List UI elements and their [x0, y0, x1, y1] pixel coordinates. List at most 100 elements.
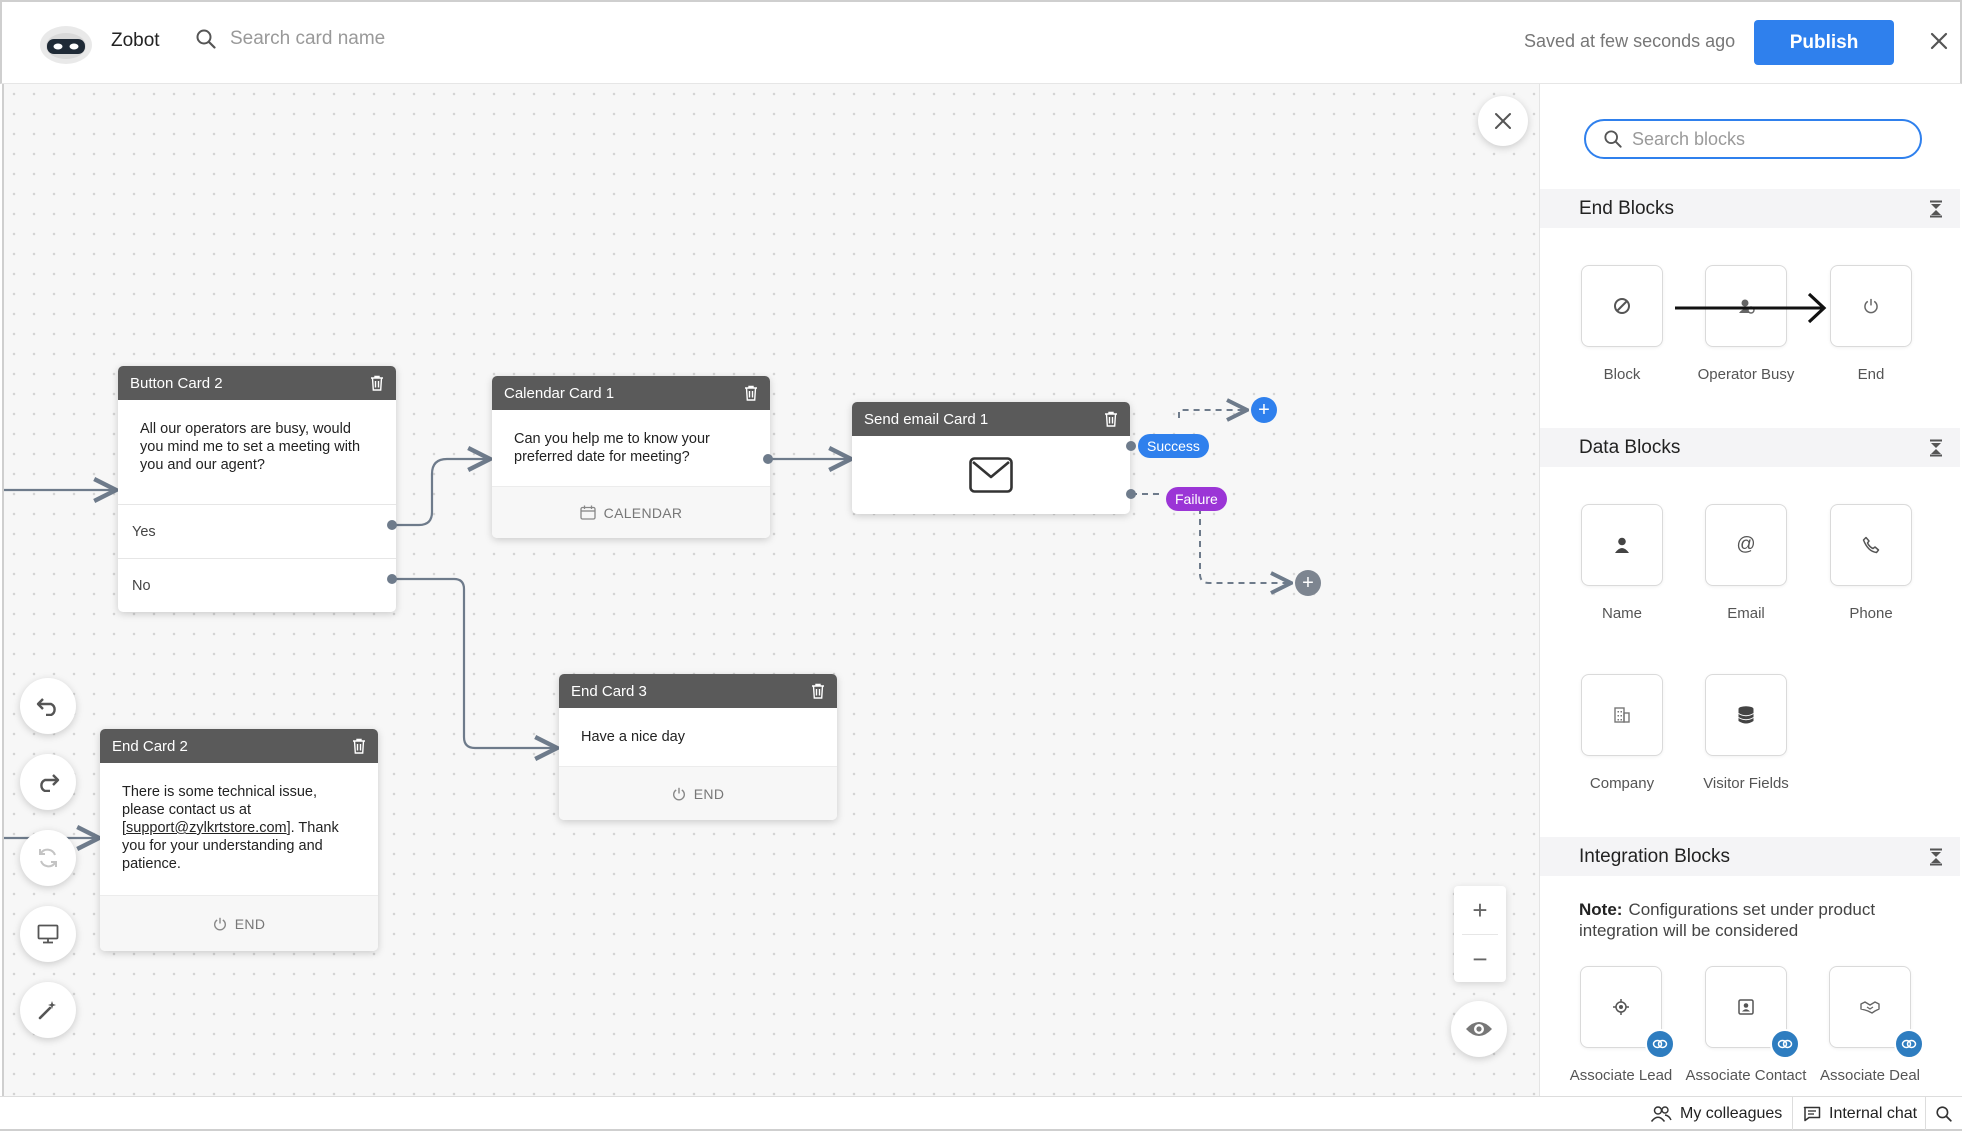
card-title: End Card 3 — [571, 682, 647, 700]
calendar-card-1[interactable]: Calendar Card 1 Can you help me to know … — [492, 376, 770, 538]
zoom-in-button[interactable]: + — [1454, 886, 1506, 934]
button-card-2[interactable]: Button Card 2 All our operators are busy… — [118, 366, 396, 612]
status-search-button[interactable] — [1925, 1097, 1962, 1130]
refresh-button[interactable] — [20, 830, 76, 886]
internal-chat-button[interactable]: Internal chat — [1792, 1097, 1927, 1130]
undo-button[interactable] — [20, 678, 76, 734]
section-title: Data Blocks — [1579, 436, 1681, 458]
collapse-icon[interactable] — [1929, 200, 1943, 218]
eye-icon — [1466, 1022, 1492, 1036]
trash-icon[interactable] — [352, 738, 366, 754]
trash-icon[interactable] — [370, 375, 384, 391]
power-icon — [213, 917, 226, 930]
connector-port-yes[interactable] — [387, 520, 397, 530]
connector-port-no[interactable] — [387, 574, 397, 584]
connector-port-failure[interactable] — [1126, 489, 1136, 499]
support-email-link[interactable]: support@zylkrtstore.com — [126, 820, 287, 836]
database-icon — [1738, 706, 1754, 724]
block-item-phone[interactable]: Phone — [1830, 504, 1912, 623]
end-card-3[interactable]: End Card 3 Have a nice day END — [559, 674, 837, 820]
block-item-company[interactable]: Company — [1581, 674, 1663, 793]
integration-note: Note:Configurations set under product in… — [1579, 899, 1939, 941]
button-option-no[interactable]: No — [118, 558, 396, 612]
section-end-blocks[interactable]: End Blocks — [1540, 189, 1960, 228]
handshake-icon — [1860, 1001, 1880, 1014]
close-panel-button[interactable] — [1478, 96, 1528, 146]
saved-status: Saved at few seconds ago — [1524, 31, 1736, 51]
card-header: Button Card 2 — [118, 366, 396, 400]
power-icon — [1864, 298, 1878, 314]
app-name: Zobot — [111, 30, 160, 51]
blocks-search[interactable] — [1584, 119, 1922, 159]
magic-wand-button[interactable] — [20, 982, 76, 1038]
collapse-icon[interactable] — [1929, 848, 1943, 866]
section-data-blocks[interactable]: Data Blocks — [1540, 428, 1960, 467]
card-search-input[interactable] — [230, 28, 530, 50]
block-item-name[interactable]: Name — [1581, 504, 1663, 623]
close-icon — [1495, 113, 1511, 129]
collapse-icon[interactable] — [1929, 439, 1943, 457]
redo-button[interactable] — [20, 754, 76, 810]
block-label: Associate Lead — [1569, 1067, 1673, 1084]
connector-port-success[interactable] — [1126, 441, 1136, 451]
send-email-card-1[interactable]: Send email Card 1 — [852, 402, 1130, 514]
block-label: Visitor Fields — [1703, 775, 1789, 792]
card-body — [852, 436, 1130, 514]
block-tile — [1705, 966, 1800, 1059]
block-item-operator-busy[interactable]: Operator Busy — [1698, 265, 1794, 384]
message-text: ]. Thank you for your understanding and … — [122, 820, 339, 872]
blocks-search-input[interactable] — [1632, 128, 1902, 150]
my-colleagues-button[interactable]: My colleagues — [1640, 1097, 1792, 1130]
end-card-2[interactable]: End Card 2 There is some technical issue… — [100, 729, 378, 951]
block-tile: @ — [1705, 504, 1787, 586]
publish-button[interactable]: Publish — [1754, 20, 1894, 65]
close-icon[interactable] — [1924, 26, 1954, 56]
block-tile — [1581, 674, 1663, 756]
building-icon — [1614, 707, 1630, 723]
block-item-associate-deal[interactable]: Associate Deal — [1820, 966, 1924, 1085]
person-icon — [1615, 537, 1629, 553]
button-option-yes[interactable]: Yes — [118, 504, 396, 558]
preview-desktop-button[interactable] — [20, 906, 76, 962]
card-title: End Card 2 — [112, 737, 188, 755]
button-option-label: No — [132, 577, 151, 594]
zoom-out-button[interactable]: − — [1454, 935, 1506, 983]
card-message: All our operators are busy, would you mi… — [140, 421, 361, 473]
failure-branch-label[interactable]: Failure — [1166, 487, 1227, 511]
section-title: Integration Blocks — [1579, 845, 1731, 867]
add-failure-card-icon[interactable]: + — [1295, 570, 1321, 596]
calendar-icon — [580, 505, 596, 520]
card-header: End Card 3 — [559, 674, 837, 708]
bottom-status-bar: My colleagues Internal chat — [0, 1096, 1962, 1131]
block-item-visitor-fields[interactable]: Visitor Fields — [1703, 674, 1789, 793]
card-search[interactable] — [196, 28, 530, 50]
block-item-end[interactable]: End — [1830, 265, 1912, 384]
card-title: Calendar Card 1 — [504, 384, 615, 402]
search-icon — [1604, 130, 1622, 148]
block-item-associate-contact[interactable]: Associate Contact — [1686, 966, 1806, 1085]
success-branch-label[interactable]: Success — [1138, 434, 1209, 458]
at-sign-icon: @ — [1736, 534, 1756, 555]
block-item-block[interactable]: Block — [1581, 265, 1663, 384]
connector-port-calendar[interactable] — [763, 454, 773, 464]
message-text: There is some technical issue, please co… — [122, 784, 318, 836]
block-label: Email — [1727, 605, 1765, 622]
block-label: Block — [1603, 366, 1641, 383]
add-success-card-icon[interactable]: + — [1251, 397, 1277, 423]
trash-icon[interactable] — [744, 385, 758, 401]
block-item-associate-lead[interactable]: Associate Lead — [1570, 966, 1675, 1085]
preview-button[interactable] — [1451, 1001, 1507, 1057]
block-label: Associate Contact — [1685, 1067, 1807, 1084]
refresh-icon — [39, 848, 57, 868]
card-title: Send email Card 1 — [864, 410, 989, 428]
section-integration-blocks[interactable]: Integration Blocks — [1540, 837, 1960, 876]
mail-icon — [969, 457, 1013, 493]
trash-icon[interactable] — [811, 683, 825, 699]
trash-icon[interactable] — [1104, 411, 1118, 427]
target-icon — [1613, 999, 1629, 1015]
flow-canvas[interactable]: Button Card 2 All our operators are busy… — [2, 84, 1539, 1096]
card-header: End Card 2 — [100, 729, 378, 763]
block-item-email[interactable]: @ Email — [1705, 504, 1787, 623]
note-text: Configurations set under product integra… — [1579, 900, 1876, 940]
button-option-label: Yes — [132, 523, 156, 540]
